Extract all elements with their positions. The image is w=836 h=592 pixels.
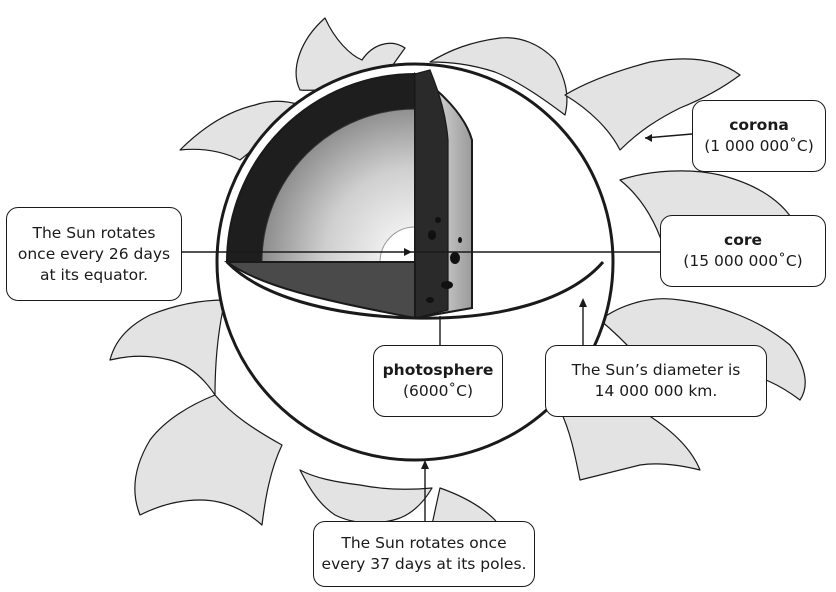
corona-label: corona (1 000 000˚C)	[692, 100, 826, 172]
corona-temperature: (1 000 000˚C)	[704, 136, 814, 157]
equator-rotation-line-2: once every 26 days	[18, 244, 170, 265]
core-title: core	[724, 230, 762, 251]
diameter-line-2: 14 000 000 km.	[595, 381, 718, 402]
equator-rotation-line-3: at its equator.	[40, 265, 148, 286]
photosphere-title: photosphere	[383, 360, 494, 381]
corona-title: corona	[729, 115, 789, 136]
poles-rotation-line-2: every 37 days at its poles.	[322, 554, 527, 575]
corona-flare-left-lower	[110, 300, 225, 395]
corona-flare-bottom	[300, 470, 432, 523]
corona-flare-bottom-left	[135, 395, 282, 525]
poles-rotation-line-1: The Sun rotates once	[341, 533, 506, 554]
core-temperature: (15 000 000˚C)	[683, 251, 802, 272]
photosphere-label: photosphere (6000˚C)	[373, 345, 503, 417]
poles-rotation-label: The Sun rotates once every 37 days at it…	[313, 521, 535, 587]
diameter-label: The Sun’s diameter is 14 000 000 km.	[545, 345, 767, 417]
core-label: core (15 000 000˚C)	[660, 215, 826, 287]
photosphere-temperature: (6000˚C)	[403, 381, 473, 402]
equator-rotation-label: The Sun rotates once every 26 days at it…	[6, 207, 182, 301]
diameter-line-1: The Sun’s diameter is	[572, 360, 741, 381]
corona-leader	[645, 134, 692, 138]
equator-rotation-line-1: The Sun rotates	[33, 223, 156, 244]
